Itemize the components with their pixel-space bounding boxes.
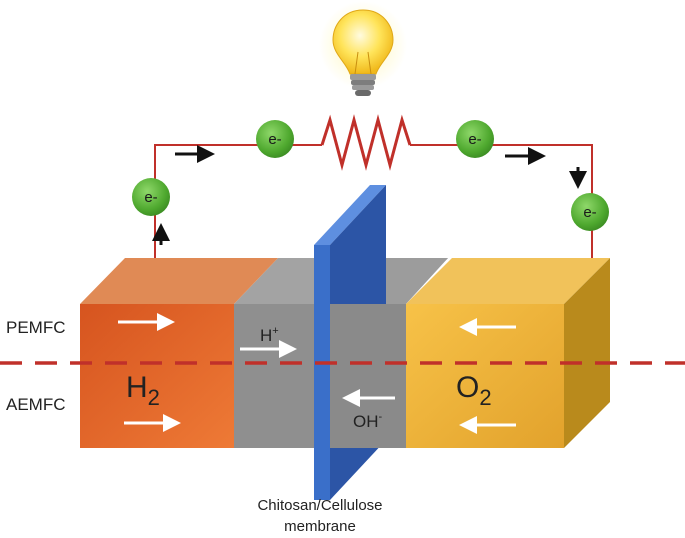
proton-label: H+ [260,325,279,345]
hydroxide-label: OH- [353,411,383,431]
anode-chamber [80,304,234,448]
membrane-label-line2: membrane [284,518,356,535]
electrolyte-left [234,304,314,448]
oxygen-label: O2 [456,371,492,410]
cathode-top [406,258,610,304]
svg-text:e-: e- [583,204,596,221]
cathode-side [564,258,610,448]
svg-text:e-: e- [468,131,481,148]
electron: e- [571,193,609,231]
resistor-icon [320,114,412,171]
aemfc-label: AEMFC [6,395,66,414]
svg-text:e-: e- [144,189,157,206]
lightbulb-icon [319,1,407,96]
gas-flow-arrows [118,313,516,434]
pemfc-label: PEMFC [6,318,66,337]
electrolyte-right [330,304,406,448]
svg-text:e-: e- [268,131,281,148]
membrane-label-line1: Chitosan/Cellulose [257,497,382,514]
hydrogen-label: H2 [126,371,160,410]
electron: e- [456,120,494,158]
electron: e- [132,178,170,216]
electrolyte-right-top [386,258,448,304]
electron: e- [256,120,294,158]
electron-flow-arrows [152,145,587,245]
anode-top [80,258,278,304]
